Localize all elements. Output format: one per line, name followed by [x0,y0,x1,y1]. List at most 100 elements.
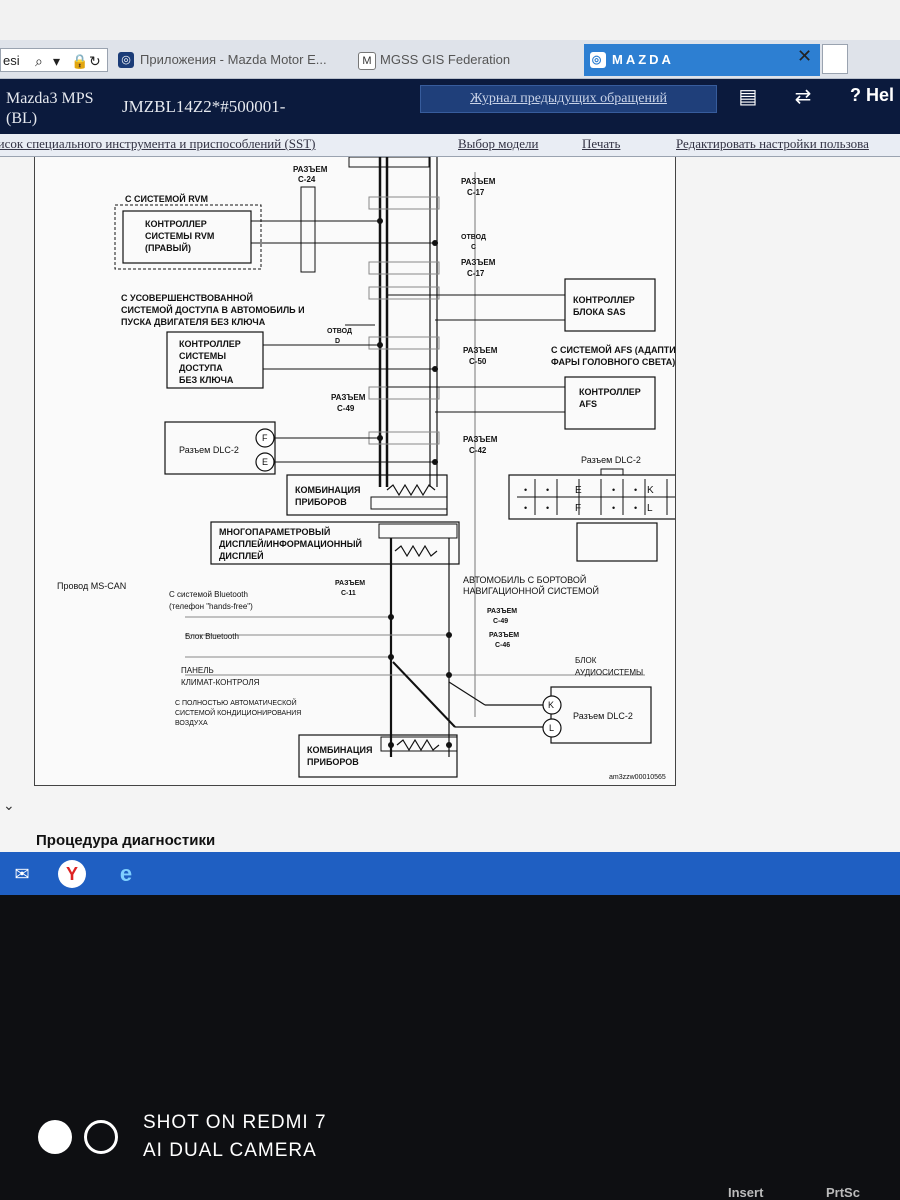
label-afs-controller: КОНТРОЛЛЕР [579,387,641,397]
label-c11: C-11 [341,590,356,597]
tab-label: MGSS GIS Federation [380,52,511,67]
pin-f: F [262,433,268,443]
label-afs-system: С СИСТЕМОЙ AFS (АДАПТИВНЫЕ [551,344,675,355]
label-cluster2: ПРИБОРОВ [307,757,359,767]
insert-key[interactable]: Insert [728,1185,764,1200]
taskbar: ✉ Y e [0,852,900,895]
label-bt-block: Блок Bluetooth [185,632,239,641]
help-icon: ? [850,85,861,105]
label-mid: ДИСПЛЕЙ/ИНФОРМАЦИОННЫЙ [219,538,362,549]
label-nav-system: НАВИГАЦИОННОЙ СИСТЕМОЙ [463,585,599,596]
label-climate: ПАНЕЛЬ [181,666,214,675]
tab-mazda-motor[interactable]: ◎ Приложения - Mazda Motor E... [112,44,350,76]
monitor-screen: esi ⌕ ▾ 🔒 ↻ ◎ Приложения - Mazda Motor E… [0,0,900,895]
label-c49b: РАЗЪЕМ [487,608,517,615]
search-icon[interactable]: ⌕ [35,53,43,69]
label-keyless-system: СИСТЕМОЙ ДОСТУПА В АВТОМОБИЛЬ И [121,304,305,315]
label-bt-system: (телефон "hands-free") [169,602,253,611]
internet-explorer-icon[interactable]: e [119,861,133,886]
book-icon[interactable]: ▤ [738,86,758,108]
label-c49: C-49 [337,404,355,413]
app-header: Mazda3 MPS (BL) JMZBL14Z2*#500001- Журна… [0,79,900,134]
label-c24: РАЗЪЕМ [293,165,328,174]
label-c49: РАЗЪЕМ [331,393,366,402]
label-c50: РАЗЪЕМ [463,346,498,355]
tab-mazda[interactable]: ◎ MAZDA [584,44,820,76]
label-sas-controller: БЛОКА SAS [573,307,626,317]
section-title: Процедура диагностики [36,832,216,849]
label-mid: МНОГОПАРАМЕТРОВЫЙ [219,526,330,537]
label-otvod-c: ОТВОД [461,234,486,241]
label-otvod-c: C [471,244,476,251]
label-c17: РАЗЪЕМ [461,177,496,186]
label-c50: C-50 [469,357,487,366]
vehicle-model: Mazda3 MPS (BL) [6,89,94,129]
help-button[interactable]: ? Hel [850,85,894,106]
dropdown-icon[interactable]: ▾ [53,53,61,69]
journal-button[interactable]: Журнал предыдущих обращений [420,85,717,113]
label-afs-system: ФАРЫ ГОЛОВНОГО СВЕТА) [551,357,675,367]
label-audio: БЛОК [575,656,597,665]
dlc-pin: L [647,503,653,514]
menu-settings[interactable]: Редактировать настройки пользова [676,136,869,151]
label-otvod-d: D [335,338,340,345]
label-mid: ДИСПЛЕЙ [219,550,264,561]
dlc-pin-dot: • [634,503,637,513]
label-c46: C-46 [495,642,510,649]
tab-label: Приложения - Mazda Motor E... [140,52,327,67]
label-keyless-controller: СИСТЕМЫ [179,351,226,361]
label-c17b: C-17 [467,269,485,278]
mazda-logo-icon: ◎ [118,52,134,68]
camera-lens-icon [38,1120,72,1154]
label-cluster: КОМБИНАЦИЯ [295,485,360,495]
wiring-diagram-svg: РАЗЪЕМ C-24 РАЗЪЕМ C-17 С СИСТЕМОЙ RVM К… [57,156,728,781]
menu-bar: Список специального инструмента и приспо… [0,134,900,157]
label-keyless-system: С УСОВЕРШЕНСТВОВАННОЙ [121,292,253,303]
close-tab-icon[interactable]: ✕ [797,46,813,66]
laptop-bezel [0,895,900,1200]
chevron-down-icon[interactable]: ⌄ [3,797,15,813]
mail-icon[interactable]: ✉ [14,864,30,884]
address-text: esi [3,53,20,68]
dlc-pin-dot: • [524,485,527,495]
label-c24: C-24 [298,175,316,184]
label-dlc2-connector: Разъем DLC-2 [581,455,641,465]
dlc-pin: F [575,503,581,514]
dlc-pin: K [647,485,654,496]
dlc-pin: E [575,485,582,496]
menu-print[interactable]: Печать [582,136,621,151]
label-keyless-controller: БЕЗ КЛЮЧА [179,375,234,385]
label-cluster: ПРИБОРОВ [295,497,347,507]
label-rvm-controller: (ПРАВЫЙ) [145,242,191,253]
label-audio: АУДИОСИСТЕМЫ [575,668,643,677]
camera-lens-icon [84,1120,118,1154]
tab-mgss[interactable]: M MGSS GIS Federation [352,44,580,76]
label-otvod-d: ОТВОД [327,328,352,335]
address-bar[interactable]: esi ⌕ ▾ 🔒 ↻ [0,48,108,72]
tab-label: MAZDA [612,52,674,67]
label-c17b: РАЗЪЕМ [461,258,496,267]
yandex-browser-icon[interactable]: Y [58,860,86,888]
menu-model-select[interactable]: Выбор модели [458,136,539,151]
mgss-icon: M [358,52,376,70]
refresh-icon[interactable]: ↻ [89,53,101,69]
label-c42: РАЗЪЕМ [463,435,498,444]
label-bt-system: С системой Bluetooth [169,590,248,599]
model-name: Mazda3 MPS [6,90,94,107]
menu-sst-link[interactable]: Список специального инструмента и приспо… [0,136,316,151]
label-dlc2-lower: Разъем DLC-2 [573,711,633,721]
content-area: РАЗЪЕМ C-24 РАЗЪЕМ C-17 С СИСТЕМОЙ RVM К… [0,156,900,852]
label-c17: C-17 [467,188,485,197]
lock-icon: 🔒 [71,53,89,69]
label-auto-ac: СИСТЕМОЙ КОНДИЦИОНИРОВАНИЯ [175,708,301,717]
wiring-diagram: РАЗЪЕМ C-24 РАЗЪЕМ C-17 С СИСТЕМОЙ RVM К… [34,156,728,786]
prtsc-key[interactable]: PrtSc [826,1185,860,1200]
label-rvm-controller: КОНТРОЛЛЕР [145,219,207,229]
new-tab-button[interactable] [822,44,848,74]
keyboard-row: Insert PrtSc [0,1185,900,1200]
label-c11: РАЗЪЕМ [335,580,365,587]
help-label: Hel [866,85,895,105]
label-c42: C-42 [469,446,487,455]
exchange-icon[interactable]: ⇄ [794,86,812,108]
label-cluster2: КОМБИНАЦИЯ [307,745,372,755]
